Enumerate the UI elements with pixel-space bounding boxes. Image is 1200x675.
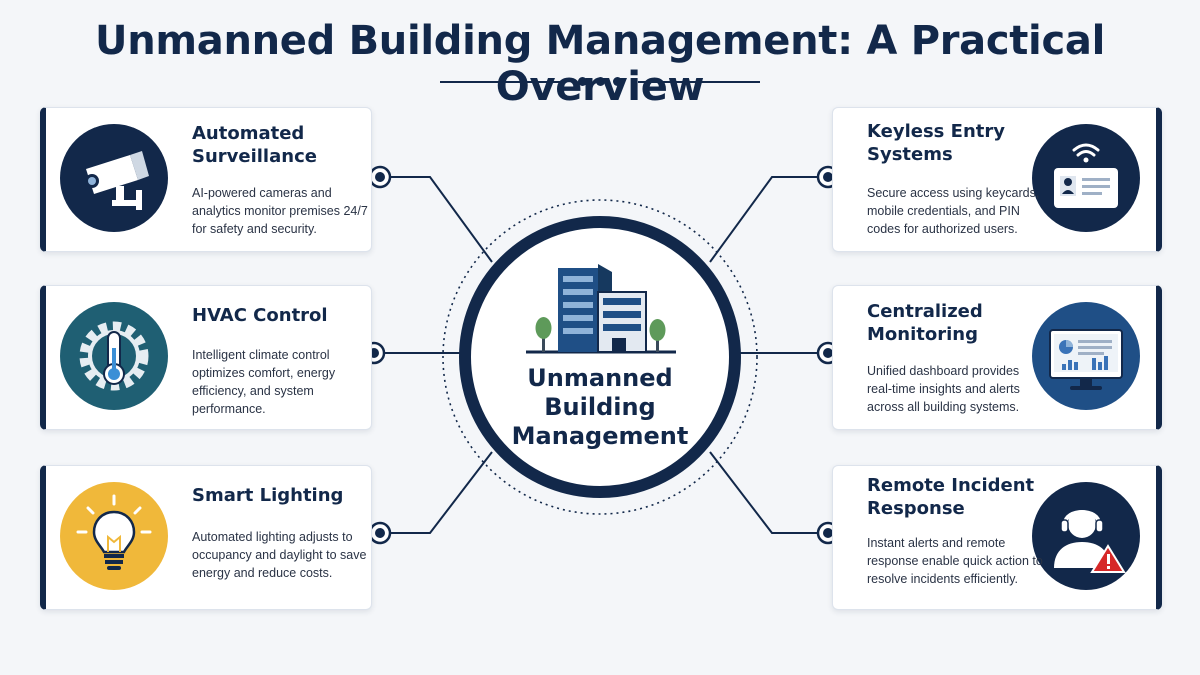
- hub-label: Unmanned Building Management: [511, 364, 689, 450]
- feature-card-keyless: Keyless Entry Systems Secure access usin…: [832, 107, 1162, 252]
- card-title: Centralized Monitoring: [867, 301, 983, 345]
- keycard-wireless-icon: [1032, 124, 1140, 232]
- gear-thermometer-icon: [60, 302, 168, 410]
- security-camera-icon: [60, 124, 168, 232]
- feature-card-hvac: HVAC Control Intelligent climate control…: [40, 285, 372, 430]
- card-description: Instant alerts and remote response enabl…: [867, 536, 1043, 586]
- card-description: Secure access using keycards, mobile cre…: [867, 186, 1040, 236]
- hub-dotted-ring: [442, 199, 758, 515]
- connector-incident: [709, 451, 828, 534]
- card-title: Keyless Entry Systems: [867, 121, 1005, 165]
- lightbulb-icon: [60, 482, 168, 590]
- page-title: Unmanned Building Management: A Practica…: [95, 18, 1105, 110]
- card-description: Unified dashboard provides real-time ins…: [867, 364, 1020, 414]
- card-title: Automated Surveillance: [192, 123, 317, 167]
- card-description: AI-powered cameras and analytics monitor…: [192, 186, 368, 236]
- title-divider: [440, 74, 760, 90]
- dashboard-monitor-icon: [1032, 302, 1140, 410]
- card-title: HVAC Control: [192, 305, 328, 326]
- feature-card-monitoring: Centralized Monitoring Unified dashboard…: [832, 285, 1162, 430]
- card-title: Smart Lighting: [192, 485, 344, 506]
- card-description: Automated lighting adjusts to occupancy …: [192, 530, 367, 580]
- hub-circle: [459, 216, 741, 498]
- building-icon: [526, 264, 676, 354]
- connector-surveillance: [380, 176, 493, 263]
- feature-card-incident: Remote Incident Response Instant alerts …: [832, 465, 1162, 610]
- card-description: Intelligent climate control optimizes co…: [192, 348, 336, 416]
- feature-card-surveillance: Automated Surveillance AI-powered camera…: [40, 107, 372, 252]
- headset-alert-icon: [1032, 482, 1140, 590]
- connector-lighting: [380, 451, 493, 534]
- feature-card-lighting: Smart Lighting Automated lighting adjust…: [40, 465, 372, 610]
- card-title: Remote Incident Response: [867, 475, 1035, 519]
- connector-keyless: [709, 176, 828, 263]
